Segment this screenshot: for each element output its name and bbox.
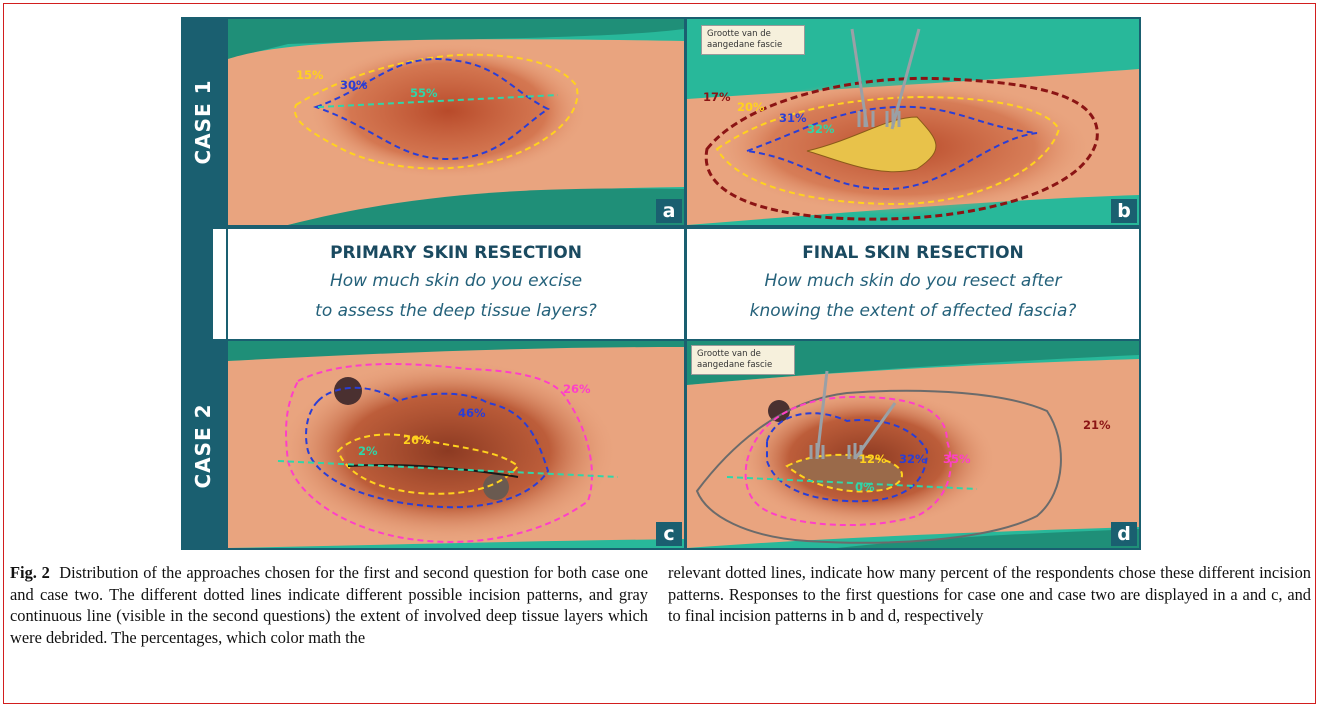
panel-letter-c: c [656, 522, 682, 546]
panel-a: 15% 30% 55% a [228, 19, 684, 225]
case-1-label-bar: CASE 1 [181, 17, 225, 227]
final-question-line2: knowing the extent of affected fascia? [687, 299, 1139, 323]
figure: CASE 1 CASE 2 15% 30% 55% a [181, 17, 1141, 550]
panel-c: 26% 46% 26% 2% c [228, 341, 684, 548]
final-question-line1: How much skin do you resect after [687, 269, 1139, 293]
case-2-label: CASE 2 [191, 403, 215, 488]
left-spacer-box [213, 229, 226, 339]
caption-left-text: Distribution of the approaches chosen fo… [10, 563, 648, 647]
panel-letter-b: b [1111, 199, 1137, 223]
pct-a-30: 30% [340, 78, 368, 92]
caption-right-text: relevant dotted lines, indicate how many… [668, 563, 1311, 625]
panel-a-illustration: 15% 30% 55% [228, 19, 684, 225]
pct-d-12: 12% [859, 452, 887, 466]
pct-b-31: 31% [779, 111, 807, 125]
necrotic-spot [334, 377, 362, 405]
pct-b-20: 20% [737, 100, 765, 114]
necrotic-spot [483, 474, 509, 500]
callout-d-line1: Grootte van de [697, 349, 789, 360]
panel-d: 21% 12% 32% 35% 0% Grootte van de aanged… [687, 341, 1139, 548]
panel-letter-d: d [1111, 522, 1137, 546]
panel-c-illustration: 26% 46% 26% 2% [228, 341, 684, 548]
panel-letter-a: a [656, 199, 682, 223]
callout-d: Grootte van de aangedane fascie [691, 345, 795, 375]
pct-c-2: 2% [358, 444, 378, 458]
case-1-label: CASE 1 [191, 79, 215, 164]
case-2-label-bar: CASE 2 [181, 341, 225, 550]
callout-b: Grootte van de aangedane fascie [701, 25, 805, 55]
callout-b-line1: Grootte van de [707, 29, 799, 40]
primary-question-line2: to assess the deep tissue layers? [228, 299, 684, 323]
pct-d-21: 21% [1083, 418, 1111, 432]
pct-b-32: 32% [807, 122, 835, 136]
pct-c-26-yellow: 26% [403, 433, 431, 447]
pct-a-15: 15% [296, 68, 324, 82]
callout-d-line2: aangedane fascie [697, 360, 789, 371]
primary-resection-box: PRIMARY SKIN RESECTION How much skin do … [228, 229, 684, 339]
primary-title: PRIMARY SKIN RESECTION [228, 243, 684, 263]
pct-b-17: 17% [703, 90, 731, 104]
caption-right: relevant dotted lines, indicate how many… [668, 562, 1311, 627]
pct-d-35: 35% [943, 452, 971, 466]
callout-b-line2: aangedane fascie [707, 40, 799, 51]
pct-d-0: 0% [855, 480, 875, 494]
pct-d-32: 32% [899, 452, 927, 466]
figure-label: Fig. 2 [10, 563, 50, 582]
final-resection-box: FINAL SKIN RESECTION How much skin do yo… [687, 229, 1139, 339]
caption-left: Fig. 2 Distribution of the approaches ch… [10, 562, 648, 648]
primary-question-line1: How much skin do you excise [228, 269, 684, 293]
pct-c-46: 46% [458, 406, 486, 420]
final-title: FINAL SKIN RESECTION [687, 243, 1139, 263]
panel-b: 17% 20% 31% 32% Grootte van de aangedane… [687, 19, 1139, 225]
pct-a-55: 55% [410, 86, 438, 100]
pct-c-26-magenta: 26% [563, 382, 591, 396]
